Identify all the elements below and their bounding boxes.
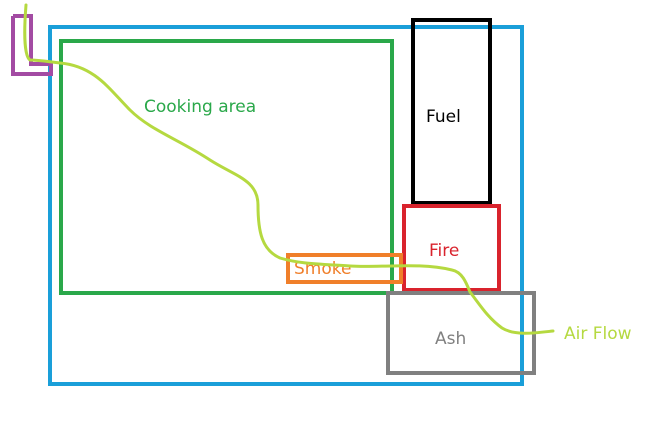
ash-label: Ash bbox=[435, 329, 466, 349]
fuel-box bbox=[411, 18, 492, 205]
fire-label: Fire bbox=[429, 241, 459, 261]
fuel-label: Fuel bbox=[426, 107, 461, 127]
chimney-outline bbox=[11, 14, 53, 76]
fire-box bbox=[402, 204, 501, 292]
outer-box bbox=[48, 25, 524, 386]
air-flow-path bbox=[23, 3, 555, 335]
cooking-area-box bbox=[59, 39, 394, 295]
air-flow-label: Air Flow bbox=[564, 324, 632, 344]
cooking-area-label: Cooking area bbox=[144, 97, 256, 117]
smoke-box bbox=[286, 253, 403, 284]
